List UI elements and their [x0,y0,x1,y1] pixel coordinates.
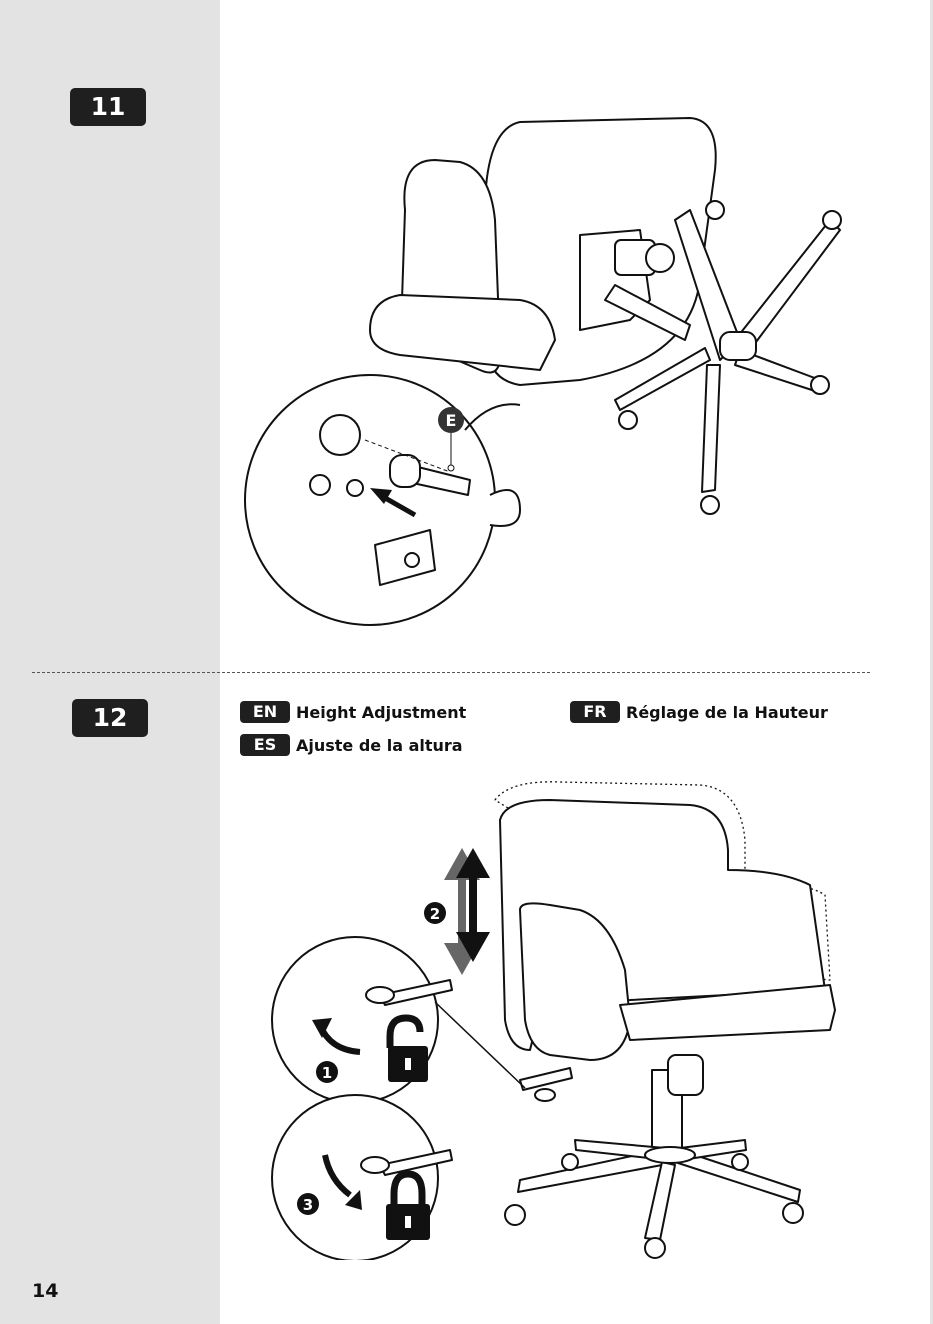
lang-tag-es: ES [240,734,290,756]
callout-1: 1 [322,1064,332,1082]
instruction-fr: FR Réglage de la Hauteur [570,700,828,724]
step-11-illustration: E [220,100,920,640]
left-sidebar [0,0,220,1324]
instruction-es: ES Ajuste de la altura [240,733,463,757]
step-11-badge: 11 [70,88,146,126]
step-divider [32,672,870,673]
step-12-badge: 12 [72,699,148,737]
instruction-text-es: Ajuste de la altura [296,736,463,755]
double-arrow-icon [444,848,490,975]
part-label-e: E [446,411,457,430]
instruction-text-fr: Réglage de la Hauteur [626,703,828,722]
instruction-en: EN Height Adjustment [240,700,466,724]
callout-2: 2 [430,905,440,923]
callout-3: 3 [303,1196,313,1214]
instruction-text-en: Height Adjustment [296,703,466,722]
step-12-illustration: 2 1 3 [220,770,920,1260]
lang-tag-fr: FR [570,701,620,723]
lang-tag-en: EN [240,701,290,723]
page-number: 14 [32,1280,58,1302]
